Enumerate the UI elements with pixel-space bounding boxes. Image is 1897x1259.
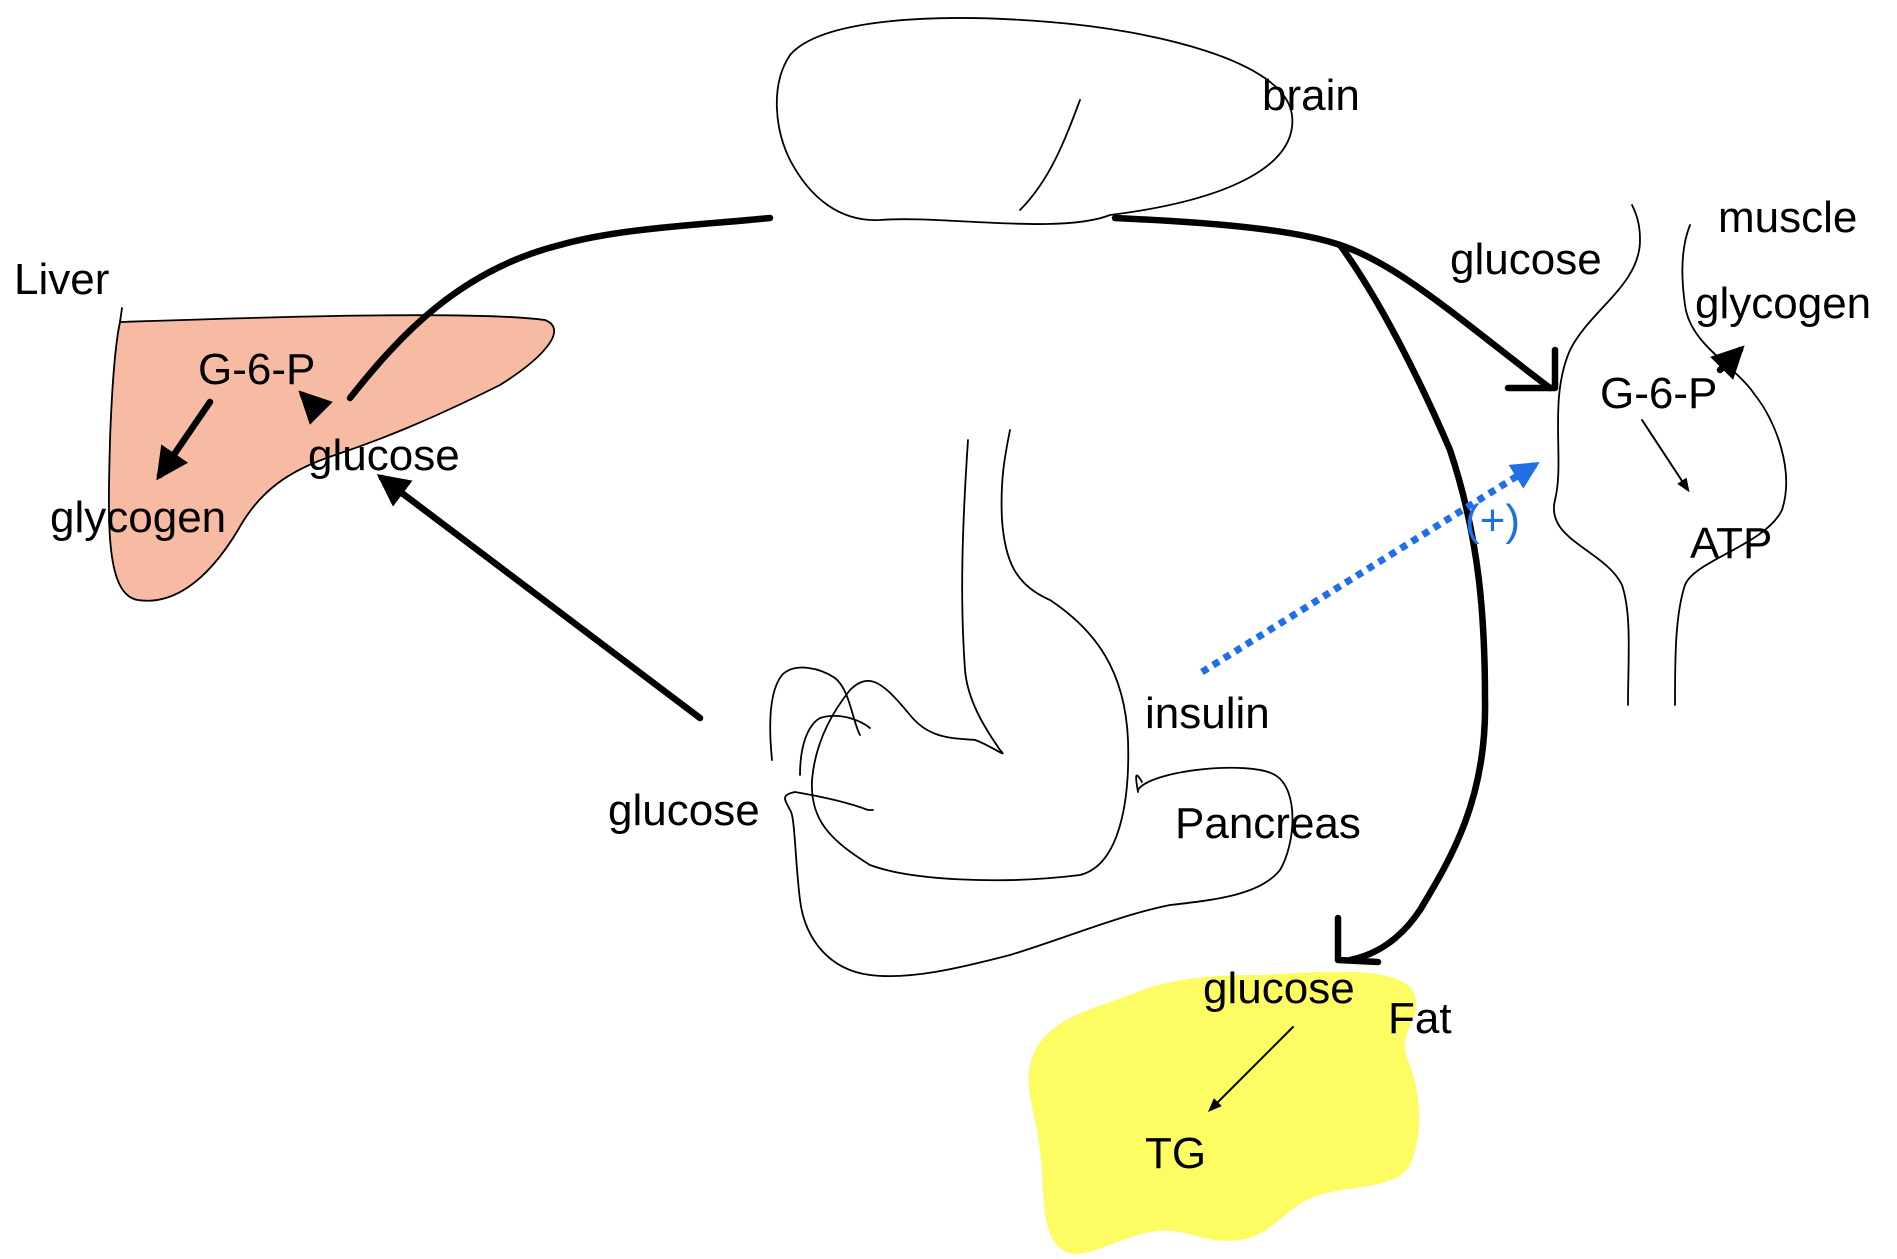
brain-to-muscle-arrow-head bbox=[1508, 350, 1555, 388]
duodenum-shape bbox=[770, 668, 870, 775]
fat-shape bbox=[1029, 972, 1420, 1254]
gut-to-liver-arrow bbox=[382, 478, 700, 718]
brain-to-fat-arrow bbox=[1340, 245, 1485, 960]
brain-fissure bbox=[1020, 100, 1080, 210]
insulin-label: insulin bbox=[1145, 689, 1270, 738]
gut-glucose-label: glucose bbox=[608, 786, 760, 835]
brain-label: brain bbox=[1262, 71, 1360, 120]
fat-glucose-label: glucose bbox=[1203, 964, 1355, 1013]
insulin-effect-label: (+) bbox=[1465, 496, 1520, 545]
fat-label: Fat bbox=[1388, 994, 1452, 1043]
muscle-glycogen-label: glycogen bbox=[1695, 279, 1871, 328]
muscle-glucose-label: glucose bbox=[1450, 235, 1602, 284]
liver-label: Liver bbox=[14, 255, 109, 304]
fat-tg-label: TG bbox=[1145, 1129, 1206, 1178]
pancreas-label: Pancreas bbox=[1175, 799, 1361, 848]
stomach-shape bbox=[812, 430, 1128, 880]
muscle-g6p-to-atp-arrow bbox=[1642, 420, 1688, 490]
muscle-g6p-label: G-6-P bbox=[1600, 369, 1717, 418]
muscle-atp-label: ATP bbox=[1690, 519, 1772, 568]
muscle-label: muscle bbox=[1718, 193, 1857, 242]
liver-glycogen-label: glycogen bbox=[50, 493, 226, 542]
liver-g6p-label: G-6-P bbox=[198, 345, 315, 394]
liver-lobe-line bbox=[120, 308, 122, 322]
liver-glucose-label: glucose bbox=[308, 431, 460, 480]
